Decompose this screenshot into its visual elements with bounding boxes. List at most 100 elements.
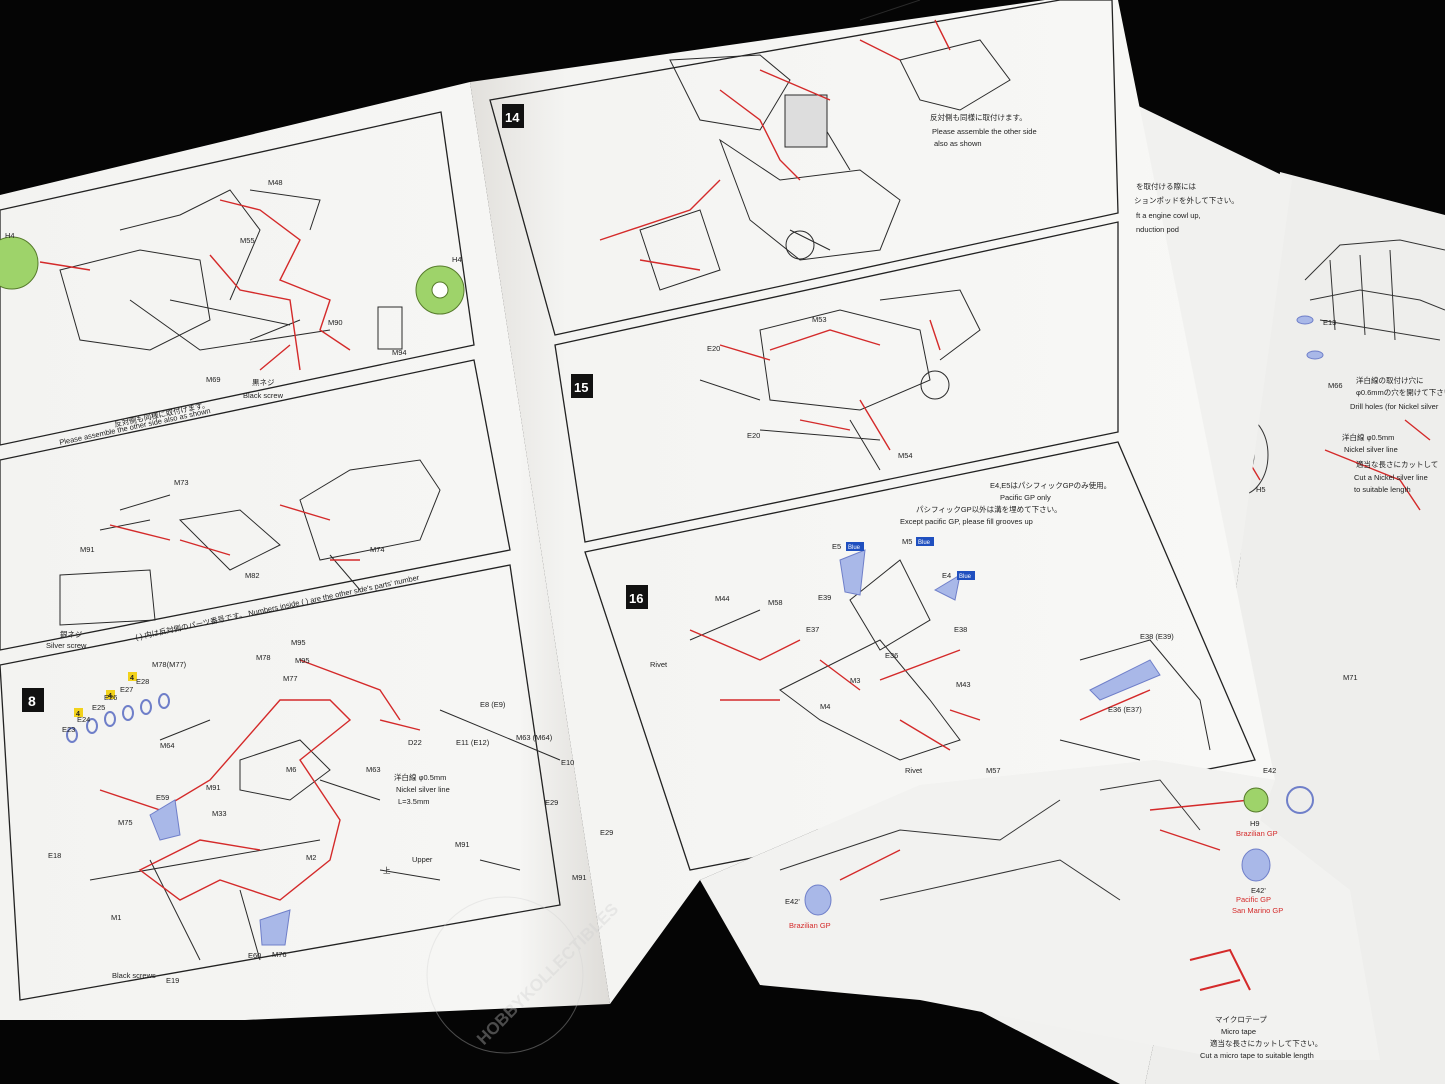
left-line-art xyxy=(59,189,561,961)
part-label: M95 xyxy=(295,656,310,665)
part-label: M5 xyxy=(902,537,912,546)
part-label: M55 xyxy=(240,236,255,245)
part-label: M66 xyxy=(1328,381,1343,390)
washer-row xyxy=(66,693,170,743)
part-label: M6 xyxy=(286,765,296,774)
rear-note: 洋白線の取付け穴に xyxy=(1356,375,1424,385)
part-label: E42' xyxy=(1251,886,1266,895)
part-label: M33 xyxy=(212,809,227,818)
blue-part xyxy=(804,884,832,916)
part-label: E20 xyxy=(747,431,760,440)
tape-note: マイクロテープ xyxy=(1215,1015,1267,1024)
part-label: M76 xyxy=(272,950,287,959)
step-number-box xyxy=(571,374,593,398)
part-label: M74 xyxy=(370,545,385,554)
part-label: Black screws xyxy=(112,971,156,980)
rear-sheet-text: E13 M66 H5 E42 H9 E42' E42' M71 洋白線の取付け穴… xyxy=(785,318,1445,1060)
gp-label: Brazilian GP xyxy=(1236,829,1278,838)
part-label: M63 (M64) xyxy=(516,733,553,742)
part-label: E27 xyxy=(120,685,133,694)
part-label: E4 xyxy=(942,571,951,580)
part-label: M69 xyxy=(206,375,221,384)
part-label: E10 xyxy=(561,758,574,767)
panel-note-en: Please assemble the other side xyxy=(932,127,1037,136)
part-label: Upper xyxy=(412,855,433,864)
part-label: M82 xyxy=(245,571,260,580)
part-label: E39 xyxy=(818,593,831,602)
step-number: 8 xyxy=(28,693,36,709)
step-number: 16 xyxy=(629,591,643,606)
tag-number: 4 xyxy=(108,693,112,700)
tag-number: 4 xyxy=(76,711,80,718)
right-leaders xyxy=(599,19,1151,751)
part-label: M78 xyxy=(256,653,271,662)
part-label: H9 xyxy=(1250,819,1260,828)
part-label: E8 (E9) xyxy=(480,700,506,709)
part-label: M95 xyxy=(291,638,306,647)
blue-part xyxy=(1306,350,1324,360)
part-label: E5 xyxy=(832,542,841,551)
panel-note-ja: E4,E5はパシフィックGPのみ使用。 xyxy=(990,480,1111,490)
part-label: E60 xyxy=(248,951,261,960)
part-label: M71 xyxy=(1343,673,1358,682)
right-page-text: 14 反対側も同様に取付けます。 Please assemble the oth… xyxy=(505,110,1174,775)
right-page-paper xyxy=(470,0,1275,1004)
part-label: E38 xyxy=(954,625,967,634)
panel-note-ja: 反対側も同様に取付けます。 xyxy=(930,112,1027,122)
part-label: E36 (E37) xyxy=(1108,705,1142,714)
panel-note-en: Except pacific GP, please fill grooves u… xyxy=(900,517,1033,526)
part-label: M54 xyxy=(898,451,913,460)
back-sheet-text: を取付ける際には ションポッドを外して下さい。 ft a engine cowl… xyxy=(1134,181,1239,234)
part-label: E19 xyxy=(166,976,179,985)
panel-note-ja: パシフィックGP以外は溝を埋めて下さい。 xyxy=(916,504,1062,514)
part-label: 黒ネジ xyxy=(252,378,275,387)
tag-blue xyxy=(846,537,975,580)
part-label: D22 xyxy=(408,738,422,747)
gp-label: San Marino GP xyxy=(1232,906,1283,915)
part-label: E13 xyxy=(1323,318,1336,327)
sheet-note: nduction pod xyxy=(1136,225,1179,234)
tag-label: Blue xyxy=(918,540,931,546)
part-label: E29 xyxy=(600,828,613,837)
rear-note: φ0.6mmの穴を開けて下さい xyxy=(1356,387,1445,397)
step-number: 15 xyxy=(574,380,588,395)
part-label: E38 (E39) xyxy=(1140,632,1174,641)
part-label: M2 xyxy=(306,853,316,862)
part-label: M91 xyxy=(455,840,470,849)
tape-note: 適当な長さにカットして下さい。 xyxy=(1210,1038,1322,1048)
part-label: M44 xyxy=(715,594,730,603)
part-label: M75 xyxy=(118,818,133,827)
part-label: H4 xyxy=(5,231,15,240)
left-leaders xyxy=(39,199,431,901)
blue-part xyxy=(933,573,961,601)
part-label: Rivet xyxy=(650,660,668,669)
part-label: Silver screw xyxy=(46,641,87,650)
blue-part xyxy=(1296,315,1314,325)
tape-note: Cut a micro tape to suitable length xyxy=(1200,1051,1314,1060)
sheet-note: ションポッドを外して下さい。 xyxy=(1134,195,1239,205)
part-label: E28 xyxy=(136,677,149,686)
part-label: M91 xyxy=(80,545,95,554)
part-label: M4 xyxy=(820,702,830,711)
part-label: Rivet xyxy=(905,766,923,775)
part-label: E24 xyxy=(77,715,90,724)
part-label: M48 xyxy=(268,178,283,187)
part-label: E37 xyxy=(806,625,819,634)
tag-label: Blue xyxy=(848,545,861,551)
part-label: 銀ネジ xyxy=(60,630,83,639)
rear-note: Drill holes (for Nickel silver xyxy=(1350,402,1439,411)
right-page xyxy=(470,0,1275,1004)
wire-note: Nickel silver line xyxy=(396,785,450,794)
part-label: M78(M77) xyxy=(152,660,187,669)
part-label: M77 xyxy=(283,674,298,683)
part-label: M58 xyxy=(768,598,783,607)
part-label: M94 xyxy=(392,348,407,357)
step-number-box xyxy=(22,688,44,712)
part-label: 上 xyxy=(383,866,391,875)
part-label: M3 xyxy=(850,676,860,685)
right-line-art xyxy=(639,0,1211,761)
part-label: E25 xyxy=(92,703,105,712)
sheet-note: ft a engine cowl up, xyxy=(1136,211,1201,220)
rear-note: 洋白線 φ0.5mm xyxy=(1342,432,1394,442)
